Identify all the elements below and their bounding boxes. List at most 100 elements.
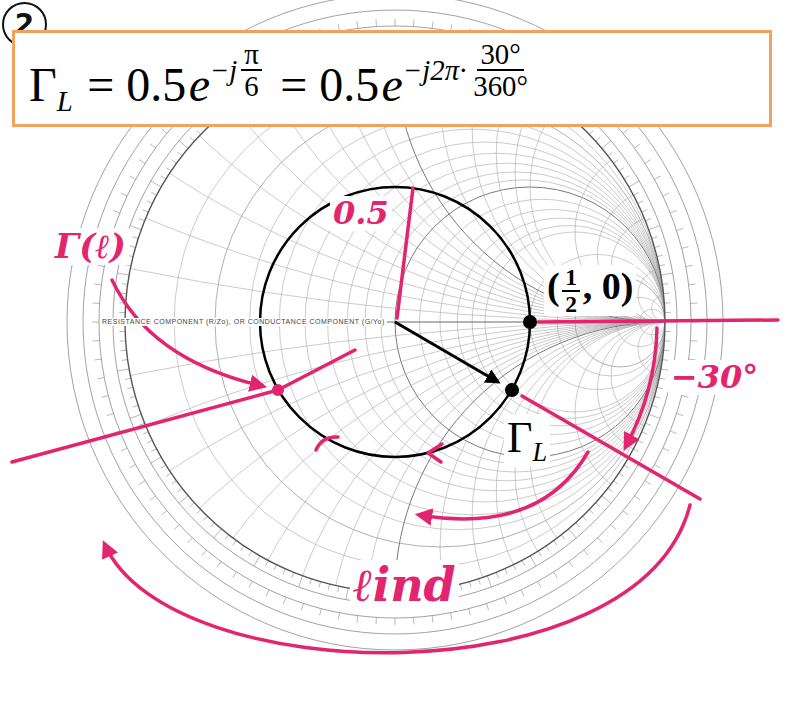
point-dot	[523, 315, 537, 329]
scale-tick	[505, 569, 507, 574]
scale-tick	[569, 529, 577, 538]
scale-tick	[283, 569, 285, 574]
scale-tick	[664, 302, 670, 303]
scale-tick	[338, 613, 339, 620]
scale-tick	[608, 488, 613, 492]
scale-tick	[469, 582, 471, 588]
scale-tick	[130, 246, 136, 248]
reactance-arc	[575, 322, 755, 502]
scale-tick	[139, 219, 145, 221]
scale-tick	[143, 432, 148, 434]
scale-tick	[670, 210, 677, 213]
length-label: ℓind	[353, 558, 456, 612]
scale-tick	[659, 378, 665, 379]
radius-mark	[397, 188, 413, 318]
load-point-dot	[505, 383, 519, 397]
scale-tick	[677, 413, 684, 415]
scale-tick	[190, 137, 194, 141]
scale-tick	[596, 137, 600, 141]
scale-tick	[569, 561, 573, 567]
scale-tick	[633, 449, 638, 452]
axis-label: RESISTANCE COMPONENT (R/Zo), OR CONDUCTA…	[100, 318, 387, 326]
reactance-arc	[0, 0, 795, 322]
scale-tick	[645, 219, 651, 221]
coordinate-label: 1	[562, 265, 579, 292]
formula-term: e	[189, 58, 210, 111]
scale-tick	[554, 572, 558, 578]
scale-tick	[210, 523, 214, 527]
gamma-vector	[395, 322, 498, 382]
scale-tick	[664, 293, 670, 295]
scale-tick	[538, 551, 541, 556]
scale-tick	[375, 617, 376, 624]
formula-box: ΓL= 0.5e−jπ6= 0.5e−j2π·30°360°	[12, 30, 772, 127]
scale-tick	[139, 160, 145, 164]
scale-tick	[682, 247, 689, 249]
direction-chevron	[428, 444, 442, 462]
scale-tick	[249, 581, 252, 587]
formula-term: e	[382, 58, 403, 111]
scale-tick	[172, 481, 177, 485]
formula-symbol: Γ	[29, 58, 57, 111]
scale-tick	[161, 176, 166, 179]
scale-tick	[619, 473, 624, 476]
scale-tick	[538, 581, 541, 587]
scale-tick	[130, 396, 136, 398]
scale-tick	[561, 535, 565, 540]
scale-tick	[663, 193, 669, 196]
fraction: 12	[562, 265, 579, 316]
scale-tick	[178, 488, 183, 492]
scale-tick	[161, 465, 166, 468]
scale-tick	[486, 604, 488, 611]
scale-tick	[375, 20, 376, 27]
scale-tick	[496, 572, 498, 578]
formula-term: = 0.5	[280, 58, 379, 111]
scale-tick	[634, 144, 640, 148]
scale-tick	[450, 613, 451, 620]
scale-tick	[151, 192, 156, 195]
scale-tick	[357, 21, 359, 28]
scale-tick	[151, 449, 156, 452]
scale-tick	[188, 538, 193, 543]
scale-tick	[395, 19, 396, 26]
input-radial-line	[12, 350, 355, 462]
reactance-arc	[328, 322, 795, 714]
scale-tick	[178, 152, 183, 156]
scale-tick	[649, 226, 660, 230]
scale-tick	[301, 604, 303, 611]
scale-tick	[203, 516, 207, 520]
scale-tick	[652, 237, 658, 239]
magnitude-label: 0.5	[330, 196, 392, 231]
scale-tick	[662, 283, 668, 285]
scale-tick	[596, 503, 600, 507]
scale-tick	[122, 359, 128, 361]
formula-term: = 0.5	[87, 58, 186, 111]
scale-tick	[395, 618, 396, 625]
scale-tick	[310, 579, 312, 585]
scale-tick	[624, 465, 629, 468]
scale-tick	[97, 377, 104, 378]
scale-tick	[166, 168, 171, 171]
scale-tick	[652, 405, 658, 407]
reactance-arc	[279, 322, 795, 714]
reactance-arc	[515, 322, 795, 622]
reactance-arc	[0, 322, 795, 714]
scale-tick	[179, 496, 188, 504]
angle-arrow	[626, 328, 657, 446]
reference-line	[538, 320, 778, 322]
scale-tick	[521, 590, 524, 596]
scale-tick	[689, 284, 696, 286]
scale-tick	[233, 540, 237, 545]
scale-tick	[690, 302, 697, 303]
scale-tick	[214, 529, 222, 538]
fraction: π6	[241, 39, 262, 101]
scale-tick	[657, 387, 663, 388]
reactance-arc	[395, 322, 795, 714]
scale-tick	[546, 546, 549, 551]
scale-tick	[121, 193, 127, 196]
load-reflection-label: L	[532, 437, 547, 467]
scale-tick	[619, 168, 624, 171]
exponent: −j2π·30°360°	[403, 39, 535, 101]
scale-tick	[432, 21, 434, 28]
